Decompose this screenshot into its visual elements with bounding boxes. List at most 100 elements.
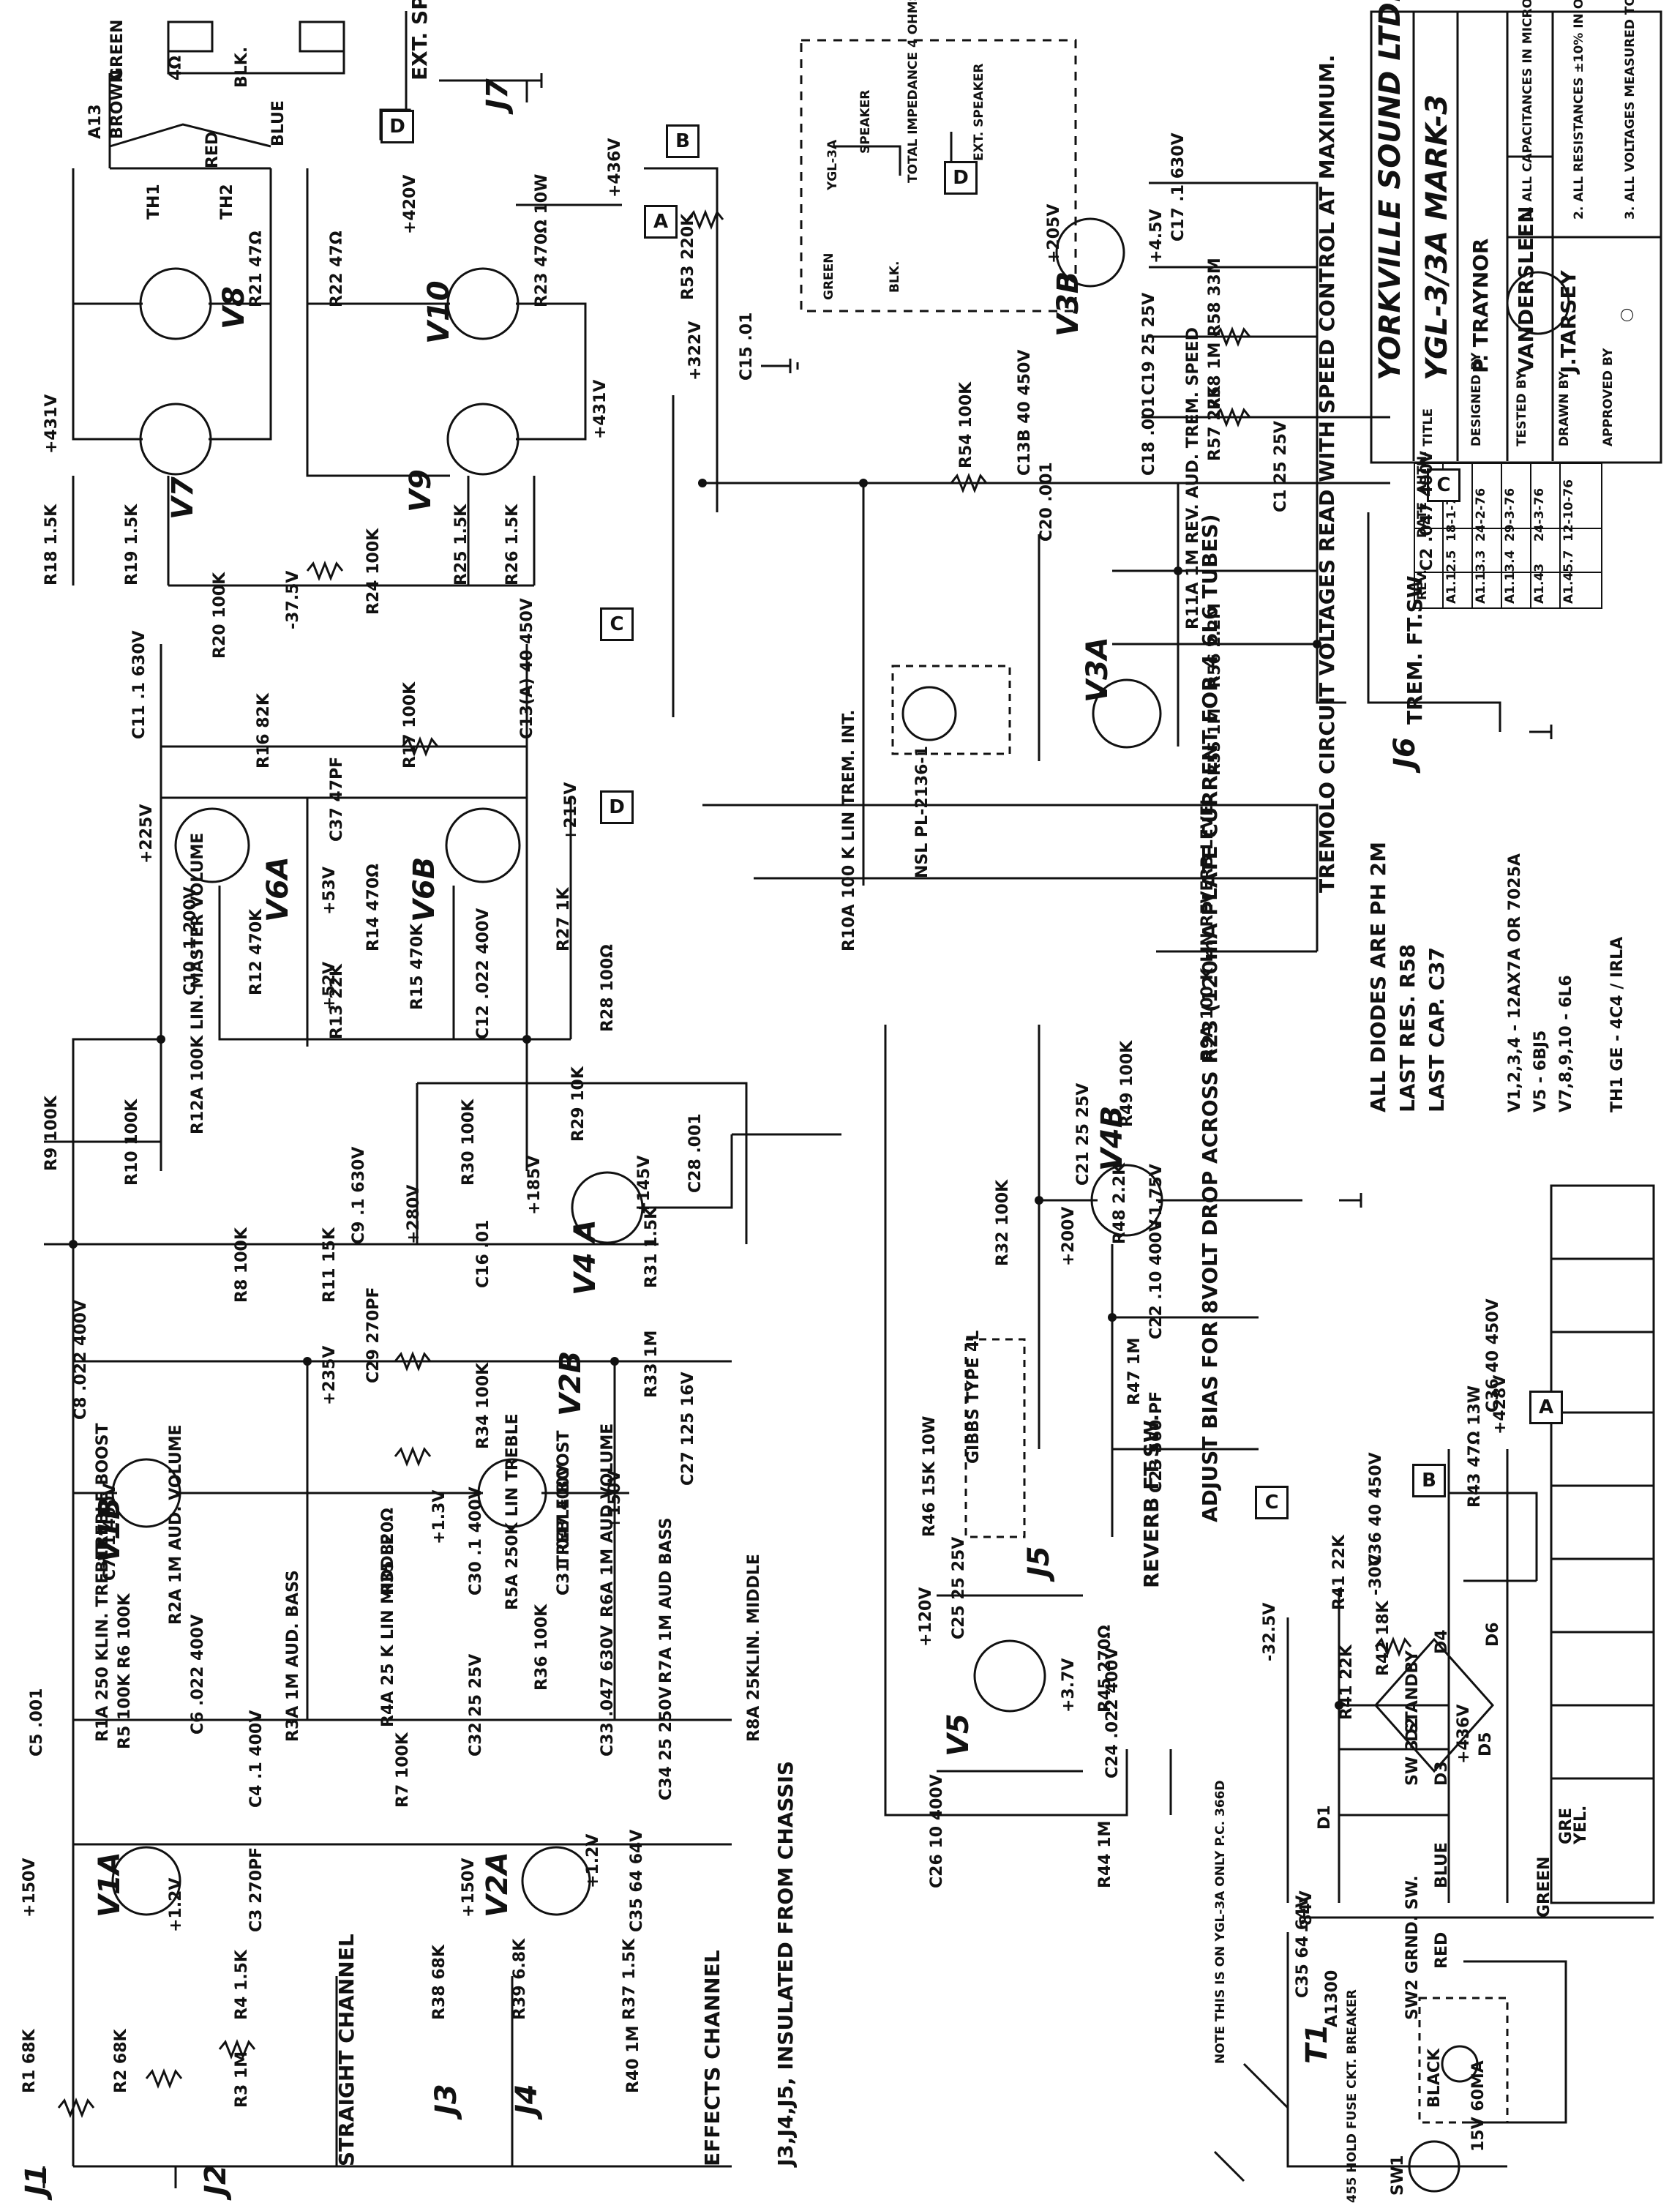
- label-r33: R33 1M: [642, 1330, 661, 1398]
- label-c19: C22 .10 400V: [1147, 1219, 1166, 1339]
- label-c26: C29 270PF: [364, 1287, 383, 1384]
- wire-black: BLACK: [1425, 2048, 1444, 2108]
- thermistor-th2: TH2: [218, 184, 236, 220]
- label-r11: R11 15K: [320, 1227, 339, 1303]
- label-r24: R24 100K: [364, 528, 383, 615]
- label-r14: R14 470Ω: [364, 864, 383, 951]
- jack-j4: J4: [510, 2084, 544, 2115]
- note-thermistors: TH1 GE - 4C4 / IRLA: [1608, 936, 1627, 1112]
- speaker-box-impedance: TOTAL IMPEDANCE 4 OHMS, MIN.: [906, 0, 920, 183]
- v-325: -32.5V: [1261, 1602, 1279, 1661]
- note-jacks: J3,J4,J5, INSULATED FROM CHASSIS: [773, 1760, 798, 2166]
- note-bias: ADJUST BIAS FOR 8VOLT DROP ACROSS R23 (1…: [1198, 514, 1222, 1522]
- label-c24: C27 125 16V: [679, 1372, 697, 1486]
- speaker-impedance: 4Ω: [167, 55, 185, 81]
- label-r46: R46 15K 10W: [920, 1415, 939, 1537]
- wire-red: RED: [203, 131, 222, 168]
- rev-row-4: A1.43: [1532, 563, 1547, 604]
- connector-d-3: D: [944, 161, 978, 195]
- label-r4: R4 1.5K: [233, 1950, 251, 2020]
- company-name: YORKVILLE SOUND LTD.: [1373, 0, 1407, 381]
- jack-j7: J7: [481, 78, 514, 110]
- label-r20: R20 100K: [211, 572, 229, 659]
- transformer-t1: T1: [1300, 2023, 1334, 2064]
- note-v7-10: V7,8,9,10 - 6L6: [1557, 975, 1575, 1112]
- tube-v2b: V2B: [554, 1350, 588, 1416]
- v-215: +215V: [562, 782, 580, 842]
- tube-v4a: V4 A: [569, 1219, 602, 1295]
- v-436: +436V: [606, 138, 624, 198]
- label-c37: C37 47PF: [328, 756, 346, 842]
- label-r25: R25 1.5K: [452, 504, 470, 586]
- control-r3a[interactable]: R3A 1M AUD. BASS: [284, 1570, 302, 1742]
- label-r7: R7 100K: [394, 1732, 412, 1808]
- jack-j1: J1: [20, 2164, 53, 2196]
- note-tremolo: TREMOLO CIRCUIT VOLTAGES READ WITH SPEED…: [1315, 54, 1339, 893]
- control-r2a[interactable]: R2A 1M AUD. VOLUME: [167, 1424, 185, 1625]
- label-c27: C30 .1 400V: [467, 1486, 485, 1595]
- control-r7a[interactable]: R7A 1M AUD BASS: [657, 1517, 675, 1683]
- label-r36: R36 100K: [533, 1604, 551, 1691]
- label-c23: C26 10 400V: [928, 1774, 946, 1888]
- control-r10a[interactable]: R10A 100 K LIN TREM. INT.: [840, 709, 858, 951]
- control-r8a[interactable]: R8A 25KLIN. MIDDLE: [745, 1554, 763, 1742]
- tube-v10: V10: [422, 280, 456, 344]
- v-120: +120V: [917, 1587, 935, 1647]
- label-c34: C35 64 64V: [1294, 1895, 1312, 1998]
- diode-d6: D6: [1484, 1622, 1502, 1647]
- label-c3: C5 .001: [28, 1688, 46, 1757]
- treble-boost-1[interactable]: TREBLE BOOST: [94, 1423, 112, 1559]
- v-12a: +1.2V: [167, 1877, 185, 1932]
- v-235: +235V: [320, 1345, 339, 1405]
- rev-row-3-date: 29-3-76: [1503, 487, 1518, 542]
- rev-row-5: A1.45.7: [1561, 550, 1576, 604]
- note-diodes: ALL DIODES ARE PH 2M: [1366, 841, 1390, 1112]
- connector-a: A: [644, 205, 678, 239]
- approved-label: APPROVED BY: [1601, 348, 1616, 446]
- jack-j5: J5: [1022, 1546, 1056, 1577]
- control-r4a[interactable]: R4A 25 K LIN MIDDLE: [379, 1534, 397, 1727]
- jack-j3: J3: [430, 2084, 463, 2115]
- rev-row-2: A1.13.3: [1474, 550, 1488, 604]
- v-45: +4.5V: [1147, 209, 1166, 263]
- label-r17: R17 100K: [401, 681, 419, 768]
- label-r15: R15 470K: [408, 923, 427, 1010]
- label-c17: C20 .001: [1038, 462, 1056, 542]
- switch-sw2[interactable]: SW2 GRND. SW.: [1403, 1875, 1422, 2020]
- wire-a13: A13: [86, 104, 105, 139]
- v-53: +53V: [320, 866, 339, 915]
- v-280: +280V: [405, 1184, 423, 1244]
- label-r-trim: R41 22K: [1330, 1535, 1349, 1610]
- line-note: NOTE THIS IS ON YGL-3A ONLY P.C. 366D: [1213, 1780, 1228, 2064]
- switch-sw1[interactable]: SW1: [1389, 2155, 1407, 2196]
- label-r28: R28 100Ω: [599, 944, 617, 1032]
- drawn-by: J.TARSEY: [1556, 270, 1580, 373]
- tube-v8: V8: [217, 286, 251, 329]
- label-r6: R6 100K: [116, 1593, 134, 1669]
- designed-by: P. TRAYNOR: [1469, 238, 1493, 374]
- label-c15: C18 .001: [1140, 396, 1158, 476]
- jack-j6-label: TREM. FT.SW.: [1403, 569, 1427, 725]
- speaker-box-blk: BLK.: [888, 261, 902, 293]
- label-r12: R12 470K: [247, 908, 266, 995]
- control-r6a[interactable]: R6A 1M AUD VOLUME: [599, 1423, 617, 1617]
- connector-c-3: C: [1255, 1486, 1289, 1519]
- label-c10: C12 .022 400V: [474, 908, 492, 1039]
- v-185: +185V: [525, 1155, 544, 1215]
- model-title: YGL-3/3A MARK-3: [1420, 94, 1454, 381]
- label-r21: R21 47Ω: [247, 231, 266, 307]
- transformer-part: A1300: [1323, 1969, 1341, 2027]
- label-c11: C13(A) 40 450V: [518, 598, 536, 739]
- label-r42: R42 18K: [1374, 1601, 1392, 1676]
- control-r12a[interactable]: R12A 100K LIN. MASTER VOLUME: [189, 832, 207, 1134]
- tube-v3b: V3B: [1051, 271, 1085, 337]
- tube-v1a: V1A: [93, 1852, 127, 1918]
- label-r31: R31 1.5K: [642, 1206, 661, 1288]
- wire-blue: BLUE: [269, 100, 288, 146]
- control-r5a[interactable]: R5A 250K LIN TREBLE: [503, 1413, 522, 1610]
- treble-boost-2[interactable]: TREBLE BOOST: [555, 1430, 573, 1566]
- tested-by: VANDERSLEEN: [1514, 206, 1538, 374]
- revision-table-frame: [1414, 463, 1602, 609]
- connector-b-2: B: [1412, 1464, 1446, 1497]
- control-r1a[interactable]: R1A 250 KLIN. TREBLE: [94, 1539, 112, 1742]
